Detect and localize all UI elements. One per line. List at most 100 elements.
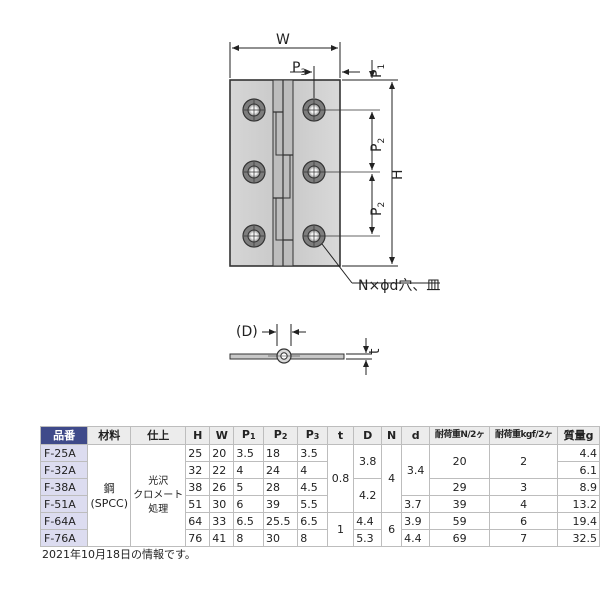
cell-load-n: 59 [429, 512, 491, 530]
col-finish: 仕上 [130, 426, 187, 445]
cell-P3: 3.5 [297, 444, 328, 462]
cell-material: 鋼(SPCC) [87, 444, 132, 547]
label-P2-lower: P2 [369, 202, 387, 216]
col-N: N [381, 426, 403, 445]
cell-P3: 5.5 [297, 495, 328, 513]
cell-H: 38 [185, 478, 211, 496]
cell-P1: 6.5 [233, 512, 265, 530]
table-row: F-25A 鋼(SPCC) 光沢クロメート処理 25 20 3.5 18 3.5… [39, 444, 600, 547]
cell-d: 3.7 [401, 495, 431, 513]
cell-d: 4.4 [401, 529, 431, 547]
cell-d: 3.9 [401, 512, 431, 530]
cell-mass: 19.4 [557, 512, 600, 530]
cell-D: 5.3 [353, 529, 383, 547]
cell-model: F-64A [39, 512, 89, 530]
table-header-row: 品番 材料 仕上 H W P1 P2 P3 t D N d 耐荷重N/2ヶ 耐荷… [39, 426, 600, 445]
cell-D: 3.8 [353, 444, 383, 479]
label-P1: P1 [369, 64, 387, 78]
label-D: (D) [236, 324, 258, 340]
cell-P2: 18 [263, 444, 299, 462]
cell-load-n: 29 [429, 478, 491, 496]
cell-N: 6 [381, 512, 403, 547]
col-P3: P3 [297, 426, 328, 445]
cell-H: 76 [185, 529, 211, 547]
cell-model: F-32A [39, 461, 89, 479]
col-load-n: 耐荷重N/2ヶ [429, 426, 491, 445]
table-row: F-64A 64 33 6.5 25.5 6.5 1 4.4 6 3.9 59 … [39, 512, 600, 547]
cell-W: 22 [209, 461, 235, 479]
hinge-side-view: (D) t [229, 324, 383, 375]
col-material: 材料 [87, 426, 132, 445]
table-row: F-51A 51 30 6 39 5.5 3.7 39 4 13.2 [39, 495, 600, 513]
col-D: D [353, 426, 383, 445]
cell-W: 33 [209, 512, 235, 530]
cell-P3: 4.5 [297, 478, 328, 496]
cell-d: 3.4 [401, 444, 431, 496]
dimension-labels: W P3 P1 P2 P2 H N×ϕd穴、皿 [276, 32, 440, 294]
col-mass: 質量g [557, 426, 600, 445]
cell-D: 4.2 [353, 478, 383, 513]
cell-P2: 39 [263, 495, 299, 513]
cell-load-n: 39 [429, 495, 491, 513]
info-date-note: 2021年10月18日の情報です。 [42, 548, 196, 561]
cell-load-n: 20 [429, 444, 491, 479]
hinge-front-view [229, 79, 380, 267]
cell-mass: 32.5 [557, 529, 600, 547]
dimension-lines [229, 42, 440, 284]
col-t: t [326, 426, 355, 445]
cell-model: F-76A [39, 529, 89, 547]
spec-table: 品番 材料 仕上 H W P1 P2 P3 t D N d 耐荷重N/2ヶ 耐荷… [39, 426, 600, 547]
cell-N: 4 [381, 444, 403, 513]
cell-H: 25 [185, 444, 211, 462]
cell-finish: 光沢クロメート処理 [130, 444, 187, 547]
cell-P1: 5 [233, 478, 265, 496]
cell-model: F-38A [39, 478, 89, 496]
label-P2-upper: P2 [369, 138, 387, 152]
cell-P1: 8 [233, 529, 265, 547]
cell-model: F-25A [39, 444, 89, 462]
label-hole-spec: N×ϕd穴、皿 [358, 278, 440, 294]
hinge-drawing: W P3 P1 P2 P2 H N×ϕd穴、皿 (D) t [229, 32, 440, 375]
table-row: F-76A 76 41 8 30 8 5.3 4.4 69 7 32.5 [39, 529, 600, 547]
cell-P2: 28 [263, 478, 299, 496]
cell-P1: 3.5 [233, 444, 265, 462]
cell-W: 30 [209, 495, 235, 513]
cell-P3: 6.5 [297, 512, 328, 530]
cell-P2: 24 [263, 461, 299, 479]
cell-t: 1 [326, 512, 355, 547]
cell-P2: 25.5 [263, 512, 299, 530]
cell-P1: 6 [233, 495, 265, 513]
cell-load-kgf: 2 [489, 444, 559, 479]
col-W: W [209, 426, 235, 445]
col-model: 品番 [39, 426, 89, 445]
label-t: t [367, 348, 383, 354]
col-load-kgf: 耐荷重kgf/2ヶ [489, 426, 559, 445]
label-P3: P3 [292, 60, 306, 78]
cell-load-kgf: 6 [489, 512, 559, 530]
cell-mass: 6.1 [557, 461, 600, 479]
cell-model: F-51A [39, 495, 89, 513]
cell-H: 51 [185, 495, 211, 513]
label-H: H [390, 169, 406, 180]
cell-t: 0.8 [326, 444, 355, 513]
cell-load-kgf: 4 [489, 495, 559, 513]
cell-load-kgf: 3 [489, 478, 559, 496]
cell-H: 64 [185, 512, 211, 530]
cell-W: 41 [209, 529, 235, 547]
label-W: W [276, 32, 290, 48]
cell-P1: 4 [233, 461, 265, 479]
cell-P3: 4 [297, 461, 328, 479]
cell-W: 20 [209, 444, 235, 462]
cell-load-kgf: 7 [489, 529, 559, 547]
table-row: F-38A 38 26 5 28 4.5 4.2 29 3 8.9 [39, 478, 600, 513]
cell-D: 4.4 [353, 512, 383, 530]
cell-load-n: 69 [429, 529, 491, 547]
cell-P2: 30 [263, 529, 299, 547]
col-P2: P2 [263, 426, 299, 445]
cell-P3: 8 [297, 529, 328, 547]
col-H: H [185, 426, 211, 445]
cell-W: 26 [209, 478, 235, 496]
col-d: d [401, 426, 431, 445]
col-P1: P1 [233, 426, 265, 445]
cell-mass: 8.9 [557, 478, 600, 496]
